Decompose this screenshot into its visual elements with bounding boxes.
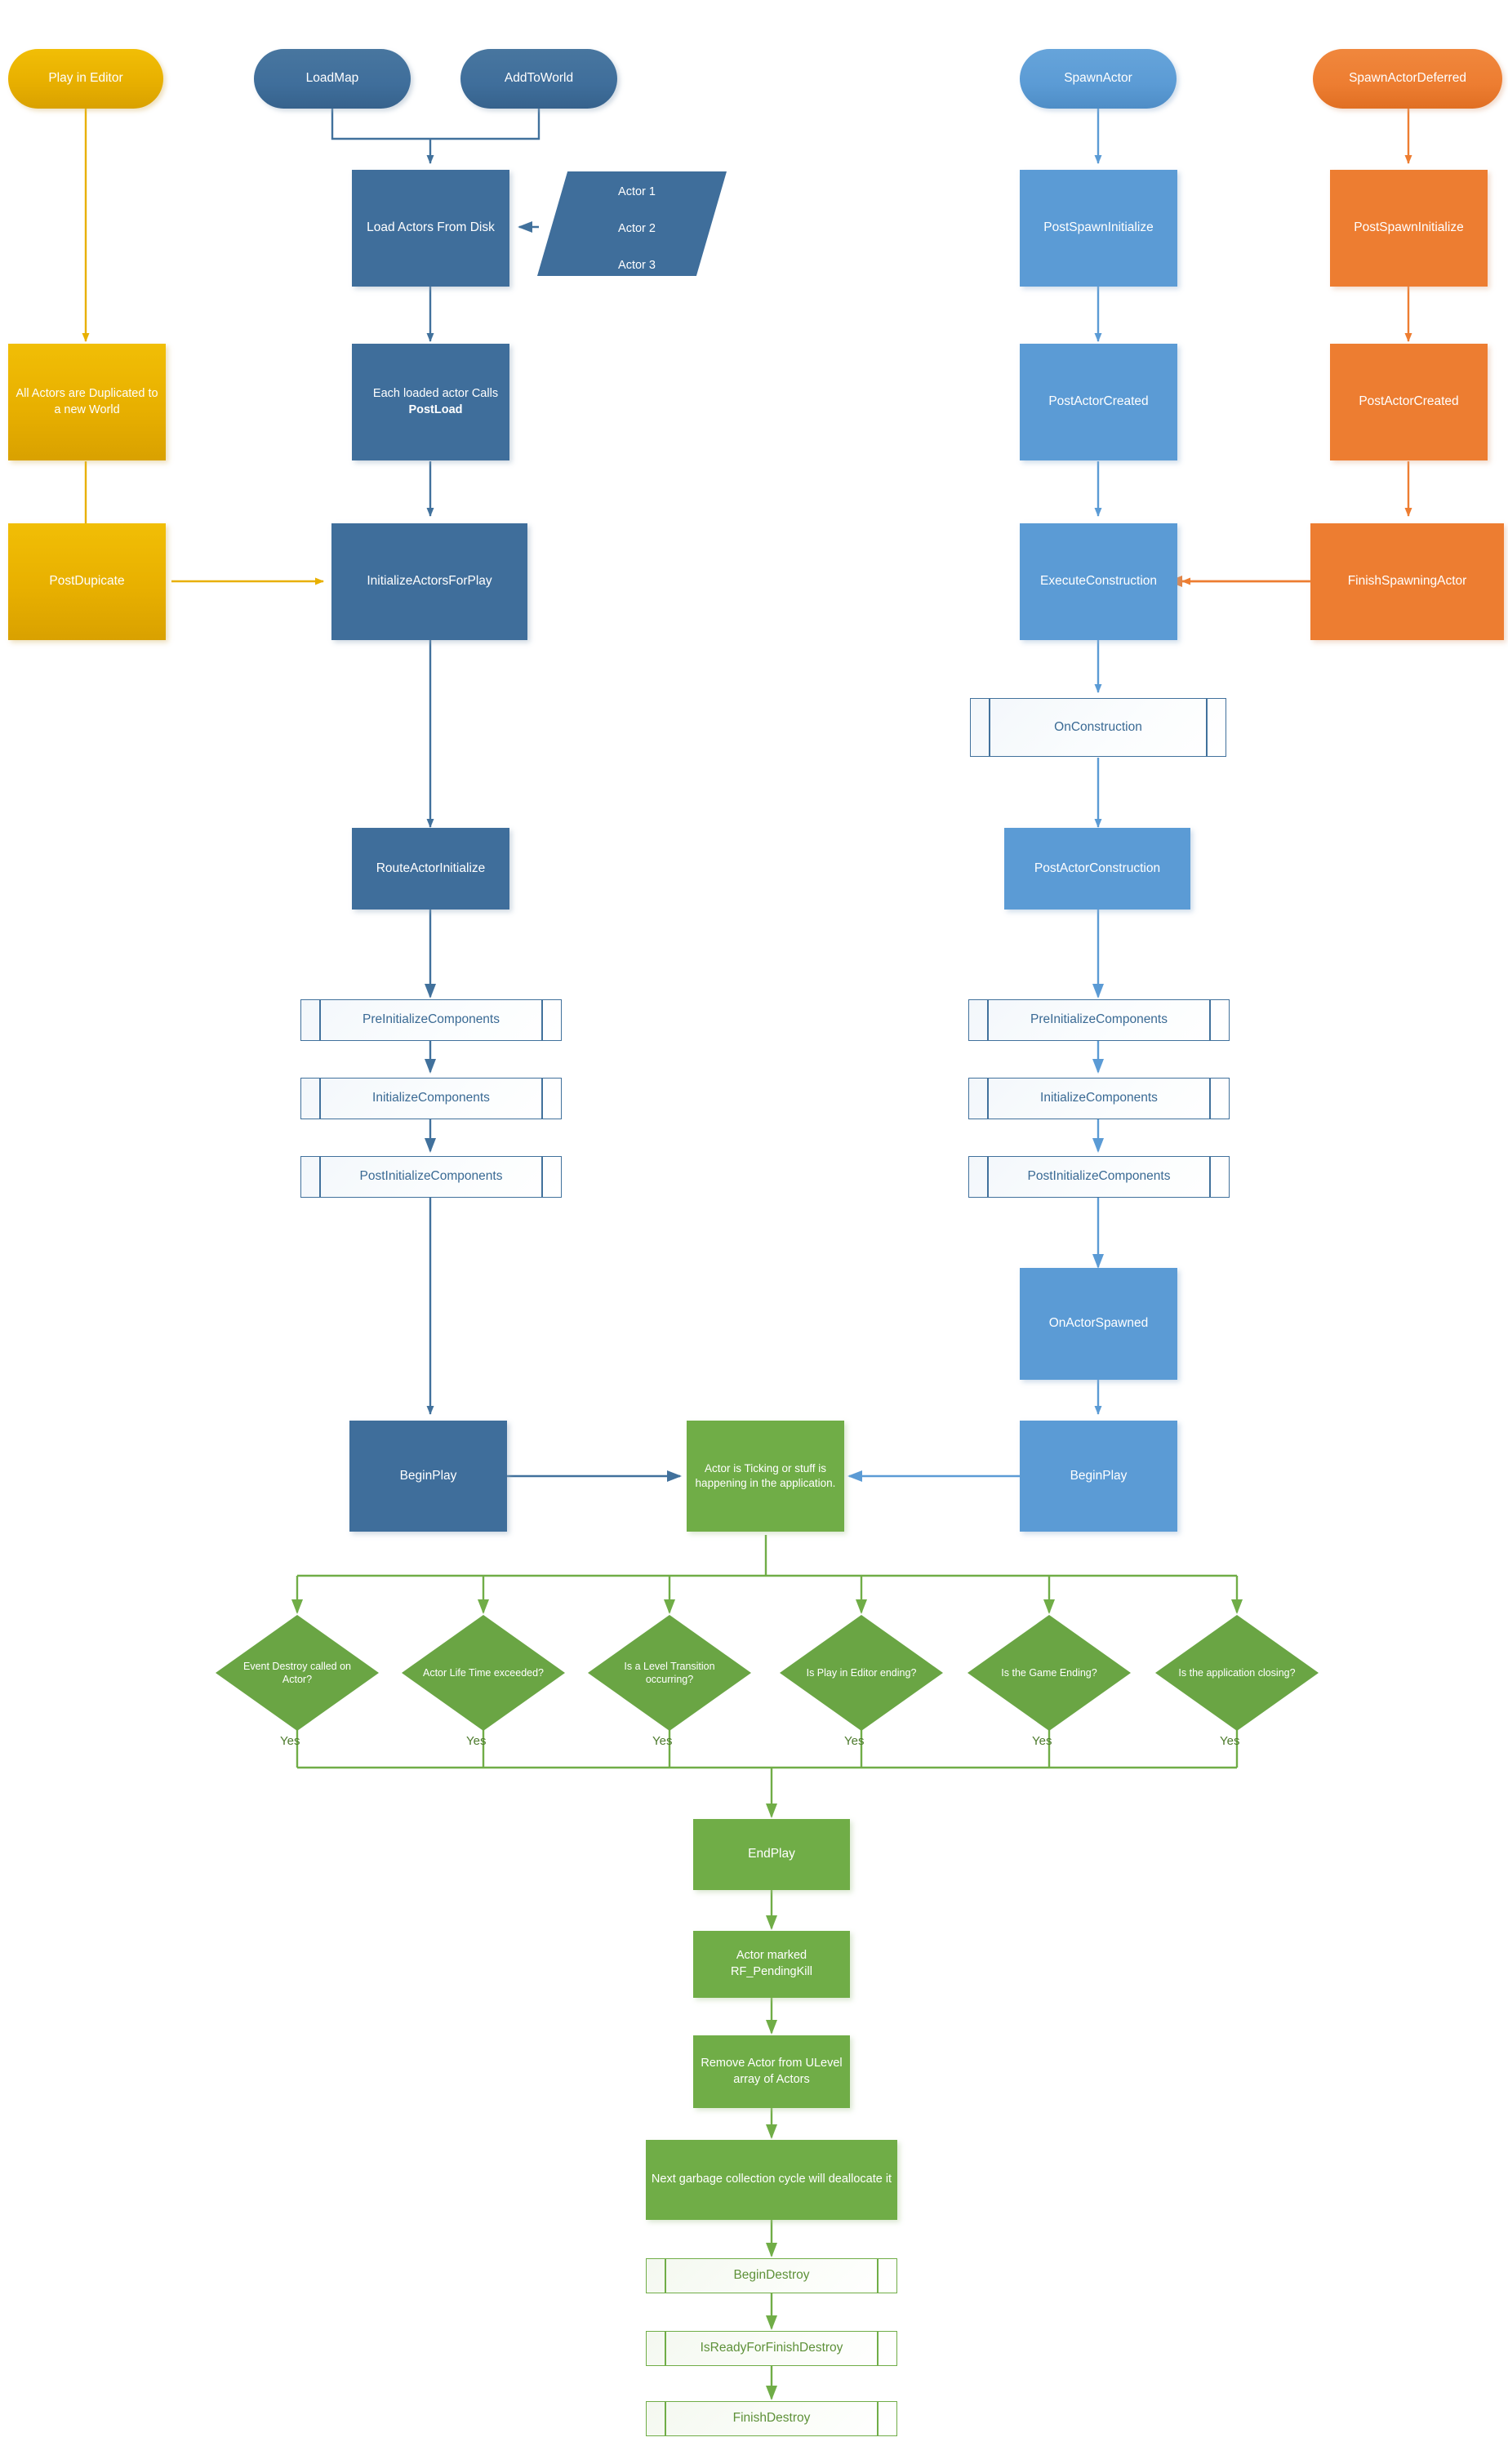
edge-label-yes-1: Yes xyxy=(280,1734,300,1748)
node-post-actor-created-orange[interactable]: PostActorCreated xyxy=(1330,344,1488,460)
node-begin-play-right[interactable]: BeginPlay xyxy=(1020,1421,1177,1532)
decision-is-play-in-editor-ending[interactable]: Is Play in Editor ending? xyxy=(780,1615,943,1731)
decision-is-a-level-transition-occurring[interactable]: Is a Level Transition occurring? xyxy=(588,1615,751,1731)
node-on-actor-spawned[interactable]: OnActorSpawned xyxy=(1020,1268,1177,1380)
node-each-loaded-actor-postload[interactable]: Each loaded actor Calls PostLoad xyxy=(352,344,509,460)
node-on-construction[interactable]: OnConstruction xyxy=(970,698,1226,757)
node-finish-destroy[interactable]: FinishDestroy xyxy=(646,2401,897,2436)
node-begin-destroy[interactable]: BeginDestroy xyxy=(646,2258,897,2293)
node-next-gc-cycle[interactable]: Next garbage collection cycle will deall… xyxy=(646,2140,897,2220)
node-actor-marked-pending-kill[interactable]: Actor marked RF_PendingKill xyxy=(693,1931,850,1998)
node-execute-construction[interactable]: ExecuteConstruction xyxy=(1020,523,1177,640)
node-end-play[interactable]: EndPlay xyxy=(693,1819,850,1890)
node-remove-actor-from-ulevel[interactable]: Remove Actor from ULevel array of Actors xyxy=(693,2035,850,2108)
node-post-actor-construction[interactable]: PostActorConstruction xyxy=(1004,828,1190,910)
actor-list-line-2: Actor 2 xyxy=(618,221,656,235)
actor-list-line-3: Actor 3 xyxy=(618,258,656,272)
node-begin-play-left[interactable]: BeginPlay xyxy=(349,1421,507,1532)
node-all-actors-duplicated[interactable]: All Actors are Duplicated to a new World xyxy=(8,344,166,460)
node-add-to-world[interactable]: AddToWorld xyxy=(460,49,617,109)
each-loaded-actor-prefix: Each loaded actor Calls xyxy=(372,386,499,400)
node-post-spawn-initialize-orange[interactable]: PostSpawnInitialize xyxy=(1330,170,1488,287)
edge-label-yes-4: Yes xyxy=(844,1734,865,1748)
node-actor-list: Actor 1 Actor 2 Actor 3 ... xyxy=(537,171,727,276)
node-finish-spawning-actor[interactable]: FinishSpawningActor xyxy=(1310,523,1504,640)
node-post-dupicate[interactable]: PostDupicate xyxy=(8,523,166,640)
node-initialize-components-left[interactable]: InitializeComponents xyxy=(300,1078,562,1119)
node-actor-is-ticking[interactable]: Actor is Ticking or stuff is happening i… xyxy=(687,1421,844,1532)
edge-label-yes-2: Yes xyxy=(466,1734,487,1748)
node-load-map[interactable]: LoadMap xyxy=(254,49,411,109)
node-play-in-editor[interactable]: Play in Editor xyxy=(8,49,163,109)
edge-label-yes-3: Yes xyxy=(652,1734,673,1748)
decision-event-destroy-called-on-actor[interactable]: Event Destroy called on Actor? xyxy=(216,1615,379,1731)
node-spawn-actor[interactable]: SpawnActor xyxy=(1020,49,1177,109)
node-pre-initialize-components-left[interactable]: PreInitializeComponents xyxy=(300,999,562,1041)
node-post-initialize-components-left[interactable]: PostInitializeComponents xyxy=(300,1156,562,1198)
node-route-actor-initialize[interactable]: RouteActorInitialize xyxy=(352,828,509,910)
decision-is-the-application-closing[interactable]: Is the application closing? xyxy=(1155,1615,1319,1731)
edge-label-yes-5: Yes xyxy=(1032,1734,1052,1748)
node-post-actor-created-blue[interactable]: PostActorCreated xyxy=(1020,344,1177,460)
edge-label-yes-6: Yes xyxy=(1220,1734,1240,1748)
actor-list-line-4: ... xyxy=(631,295,643,309)
node-initialize-actors-for-play[interactable]: InitializeActorsForPlay xyxy=(331,523,527,640)
node-load-actors-from-disk[interactable]: Load Actors From Disk xyxy=(352,170,509,287)
decision-is-the-game-ending[interactable]: Is the Game Ending? xyxy=(968,1615,1131,1731)
decision-actor-life-time-exceeded[interactable]: Actor Life Time exceeded? xyxy=(402,1615,565,1731)
node-spawn-actor-deferred[interactable]: SpawnActorDeferred xyxy=(1313,49,1502,109)
actor-list-line-1: Actor 1 xyxy=(618,185,656,198)
each-loaded-actor-bold: PostLoad xyxy=(408,403,463,416)
node-is-ready-for-finish-destroy[interactable]: IsReadyForFinishDestroy xyxy=(646,2331,897,2366)
node-pre-initialize-components-right[interactable]: PreInitializeComponents xyxy=(968,999,1230,1041)
node-post-spawn-initialize-blue[interactable]: PostSpawnInitialize xyxy=(1020,170,1177,287)
node-post-initialize-components-right[interactable]: PostInitializeComponents xyxy=(968,1156,1230,1198)
node-initialize-components-right[interactable]: InitializeComponents xyxy=(968,1078,1230,1119)
